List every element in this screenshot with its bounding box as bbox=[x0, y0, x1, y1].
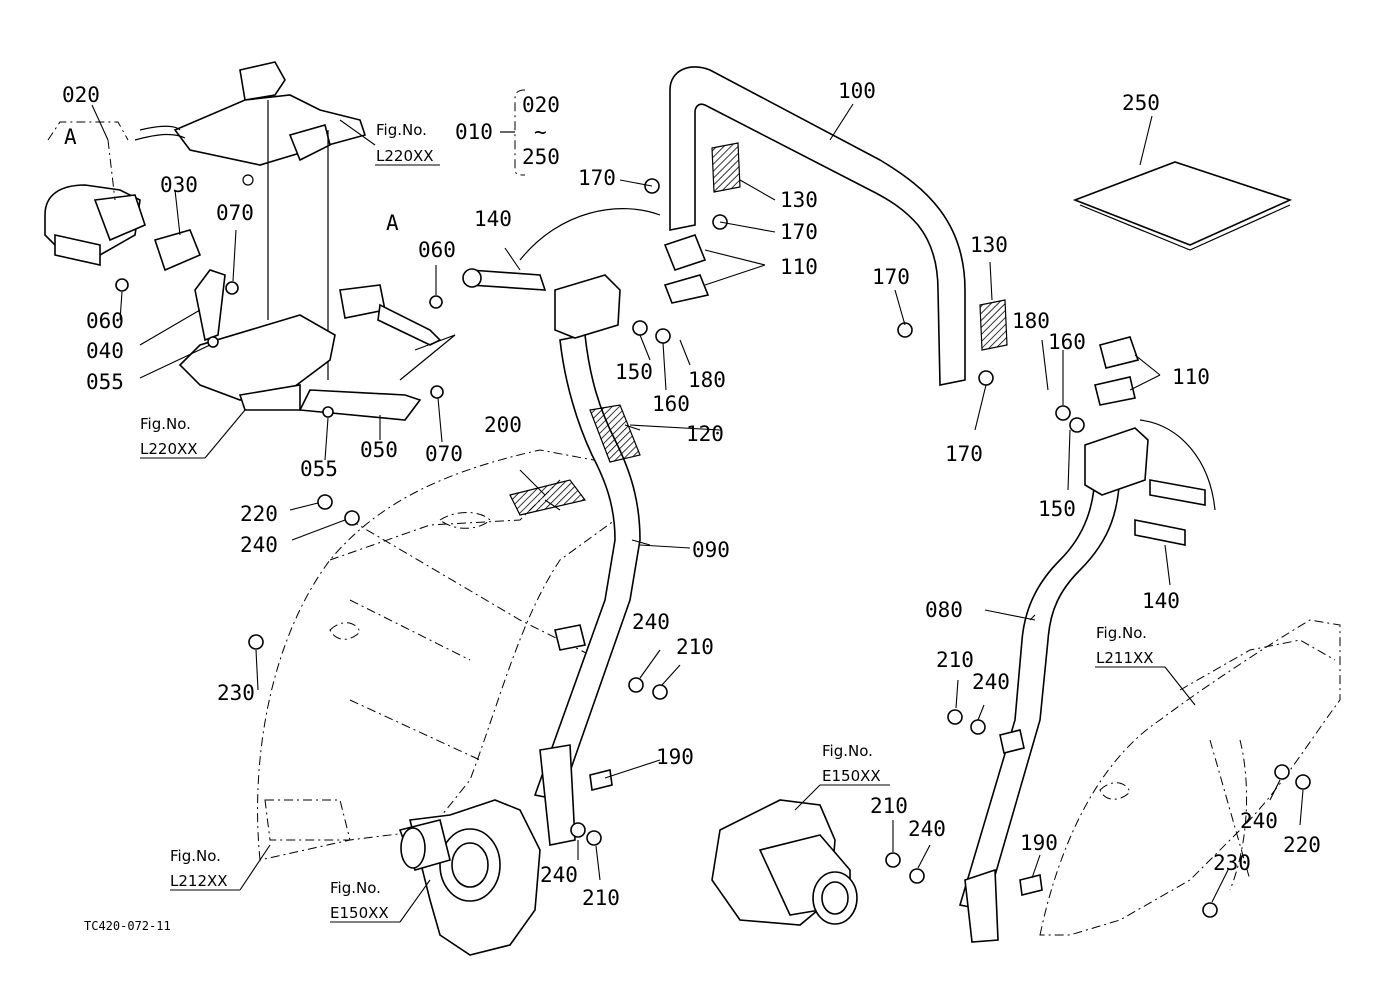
label-170-d: 170 bbox=[945, 442, 983, 466]
ref-fig-prefix-2: Fig.No. bbox=[140, 415, 191, 433]
ref-e150-right: E150XX bbox=[822, 767, 881, 785]
label-160-b: 160 bbox=[1048, 330, 1086, 354]
label-170-b: 170 bbox=[780, 220, 818, 244]
cover-110-right bbox=[1094, 336, 1140, 406]
ref-fig-prefix-6: Fig.No. bbox=[1096, 624, 1147, 642]
label-080: 080 bbox=[925, 598, 963, 622]
caution-label-200 bbox=[509, 479, 587, 516]
cover-110-left bbox=[663, 234, 710, 304]
label-060-a: 060 bbox=[86, 309, 124, 333]
label-090: 090 bbox=[692, 538, 730, 562]
label-190-a: 190 bbox=[656, 745, 694, 769]
label-150-b: 150 bbox=[1038, 497, 1076, 521]
label-220-a: 220 bbox=[240, 502, 278, 526]
label-240-a: 240 bbox=[240, 533, 278, 557]
label-160-a: 160 bbox=[652, 392, 690, 416]
label-140-b: 140 bbox=[1142, 589, 1180, 613]
small-hardware bbox=[115, 178, 1311, 918]
label-030: 030 bbox=[160, 173, 198, 197]
seat-rail-bracket bbox=[134, 61, 367, 380]
label-050: 050 bbox=[360, 438, 398, 462]
leader-lines bbox=[91, 103, 1304, 903]
right-final-case bbox=[711, 799, 858, 926]
belt-stay-040 bbox=[194, 269, 226, 342]
pin-140-left bbox=[462, 208, 661, 291]
label-240-f: 240 bbox=[1240, 809, 1278, 833]
operator-manual-250 bbox=[1072, 161, 1293, 251]
label-055-b: 055 bbox=[300, 457, 338, 481]
pin-140-right bbox=[1134, 419, 1216, 546]
ref-l212: L212XX bbox=[170, 872, 228, 890]
seat-belt-buckle bbox=[339, 284, 456, 381]
label-140-a: 140 bbox=[474, 207, 512, 231]
label-190-b: 190 bbox=[1020, 831, 1058, 855]
figure-references: Fig.No. L220XX Fig.No. L220XX Fig.No. L2… bbox=[140, 121, 1154, 922]
ref-e150-left: E150XX bbox=[330, 904, 389, 922]
label-070-b: 070 bbox=[425, 442, 463, 466]
label-view-a-2: A bbox=[386, 211, 399, 235]
label-210-c: 210 bbox=[582, 886, 620, 910]
label-100: 100 bbox=[838, 79, 876, 103]
label-070-a: 070 bbox=[216, 201, 254, 225]
label-250: 250 bbox=[1122, 91, 1160, 115]
label-230-a: 230 bbox=[217, 681, 255, 705]
left-fender bbox=[257, 449, 621, 861]
right-fender bbox=[1039, 619, 1341, 936]
reference-leaders bbox=[140, 119, 1196, 923]
label-020-top: 020 bbox=[62, 83, 100, 107]
label-180-b: 180 bbox=[1012, 309, 1050, 333]
left-final-case bbox=[398, 799, 541, 956]
label-view-a-1: A bbox=[64, 125, 77, 149]
label-130-b: 130 bbox=[970, 233, 1008, 257]
ref-fig-prefix-4: Fig.No. bbox=[330, 879, 381, 897]
label-180-a: 180 bbox=[688, 368, 726, 392]
label-range-tilde: ~ bbox=[534, 120, 547, 144]
ref-l220-top: L220XX bbox=[376, 147, 434, 165]
label-220-b: 220 bbox=[1283, 833, 1321, 857]
label-170-c: 170 bbox=[872, 265, 910, 289]
label-170-a: 170 bbox=[578, 166, 616, 190]
label-120: 120 bbox=[686, 422, 724, 446]
seat-belt-retractor bbox=[44, 139, 146, 266]
label-040: 040 bbox=[86, 339, 124, 363]
label-210-a: 210 bbox=[676, 635, 714, 659]
ref-l220-left: L220XX bbox=[140, 440, 198, 458]
label-060-b: 060 bbox=[418, 238, 456, 262]
label-240-c: 240 bbox=[972, 670, 1010, 694]
label-210-b: 210 bbox=[936, 648, 974, 672]
ref-l211: L211XX bbox=[1096, 649, 1154, 667]
label-250-range: 250 bbox=[522, 145, 560, 169]
label-010: 010 bbox=[455, 120, 493, 144]
range-bracket bbox=[500, 89, 526, 176]
label-110-a: 110 bbox=[780, 255, 818, 279]
drawing-code: TC420-072-11 bbox=[84, 919, 171, 933]
view-a-bracket bbox=[47, 121, 129, 141]
label-240-b: 240 bbox=[632, 610, 670, 634]
label-240-e: 240 bbox=[908, 817, 946, 841]
label-130-a: 130 bbox=[780, 188, 818, 212]
label-110-b: 110 bbox=[1172, 365, 1210, 389]
belt-bracket-030 bbox=[153, 229, 202, 272]
label-200: 200 bbox=[484, 413, 522, 437]
part-labels: 020 A A 010 020 ~ 250 030 070 060 040 05… bbox=[62, 79, 1321, 910]
label-020-range: 020 bbox=[522, 93, 560, 117]
rops-upper-frame bbox=[669, 66, 1008, 386]
ref-fig-prefix-3: Fig.No. bbox=[170, 847, 221, 865]
ref-fig-prefix-5: Fig.No. bbox=[822, 742, 873, 760]
label-210-d: 210 bbox=[870, 794, 908, 818]
ref-fig-prefix-1: Fig.No. bbox=[376, 121, 427, 139]
label-055-a: 055 bbox=[86, 370, 124, 394]
rops-left-post bbox=[533, 274, 641, 846]
label-240-d: 240 bbox=[540, 863, 578, 887]
rops-right-post bbox=[958, 427, 1149, 943]
label-230-b: 230 bbox=[1213, 851, 1251, 875]
label-150-a: 150 bbox=[615, 360, 653, 384]
